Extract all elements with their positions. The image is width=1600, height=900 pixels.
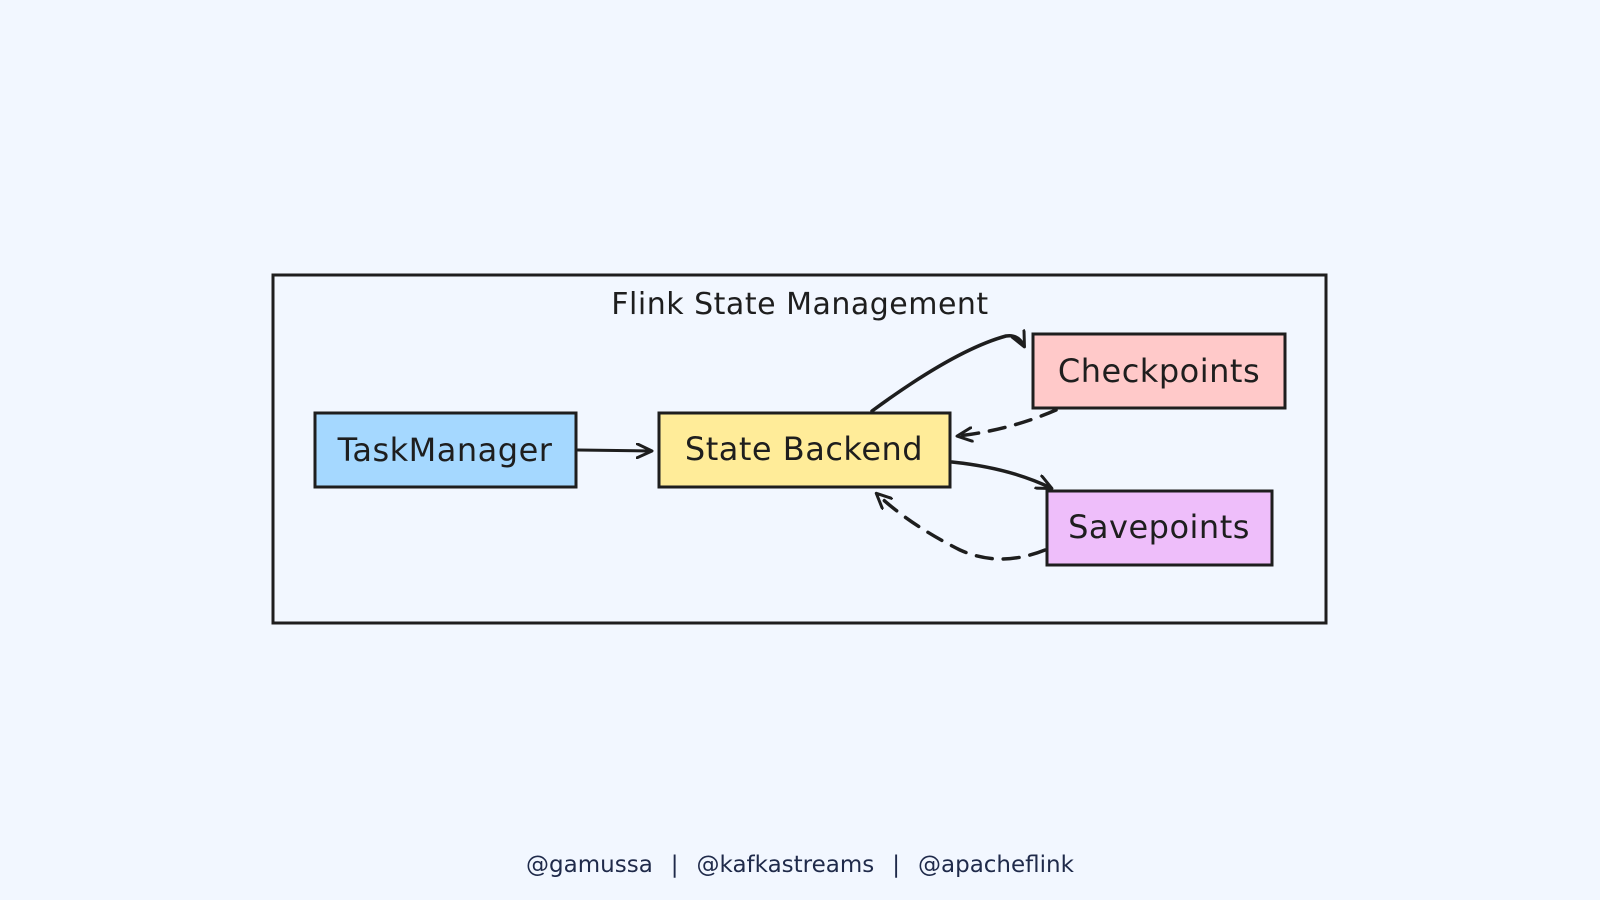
arrow-checkpoints-to-state-backend [958, 408, 1058, 436]
arrow-savepoints-to-state-backend [877, 494, 1047, 561]
footer-handle-gamussa[interactable]: @gamussa [526, 852, 653, 878]
taskmanager-box [313, 411, 578, 489]
state-backend-box [657, 411, 952, 489]
taskmanager-node[interactable]: TaskManager [313, 411, 578, 489]
checkpoints-node[interactable]: Checkpoints [1031, 332, 1287, 410]
checkpoints-label: Checkpoints [1058, 352, 1260, 390]
footer-separator: | [670, 852, 679, 878]
footer-handles: @gamussa | @kafkastreams | @apacheflink [0, 852, 1600, 878]
state-backend-label: State Backend [685, 430, 923, 468]
diagram-title: Flink State Management [611, 287, 988, 322]
footer-separator: | [892, 852, 900, 878]
state-backend-node[interactable]: State Backend [657, 411, 952, 489]
taskmanager-label: TaskManager [337, 431, 553, 469]
container-frame [271, 273, 1328, 625]
savepoints-label: Savepoints [1068, 508, 1250, 546]
arrow-state-backend-to-checkpoints [870, 336, 1024, 413]
savepoints-node[interactable]: Savepoints [1045, 489, 1274, 567]
arrow-taskmanager-to-state-backend [576, 450, 651, 451]
checkpoints-box [1031, 332, 1287, 410]
savepoints-box [1045, 489, 1274, 567]
footer-handle-kafkastreams[interactable]: @kafkastreams [696, 852, 875, 878]
arrow-state-backend-to-savepoints [950, 460, 1051, 488]
footer-handle-apacheflink[interactable]: @apacheflink [918, 852, 1074, 878]
